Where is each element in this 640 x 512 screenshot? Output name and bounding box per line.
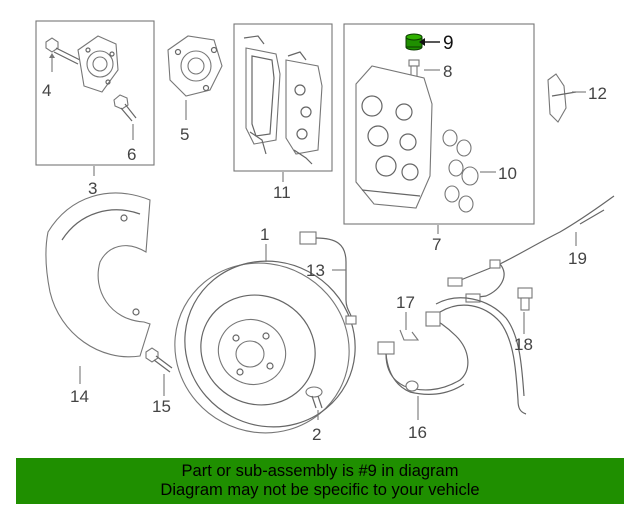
brake-parts-diagram: 4 5 6 3 11 7 9 8 10 12 1 13 14 15 2 16 1…	[35, 20, 615, 458]
callout-8[interactable]: 8	[443, 62, 452, 81]
callout-17[interactable]: 17	[396, 293, 415, 312]
group-box-7	[343, 23, 535, 225]
part-9-bleeder-cap-highlighted[interactable]	[405, 33, 423, 51]
callout-2[interactable]: 2	[312, 425, 321, 444]
info-banner: Part or sub-assembly is #9 in diagram Di…	[16, 458, 624, 504]
part-11-brake-pads[interactable]	[243, 35, 323, 165]
callout-10[interactable]: 10	[498, 164, 517, 183]
part-14-splash-shield[interactable]	[45, 192, 151, 358]
part-6-bolt[interactable]	[113, 94, 137, 122]
leader-9-arrow	[419, 38, 425, 46]
banner-line-disclaimer: Diagram may not be specific to your vehi…	[160, 481, 480, 499]
part-5-wheel-hub[interactable]	[167, 35, 223, 97]
part-16-brake-hose[interactable]	[377, 297, 527, 415]
part-2-screw[interactable]	[305, 386, 323, 409]
part-17-clip[interactable]	[399, 329, 420, 341]
leader-4-arrow	[49, 53, 55, 58]
callout-18[interactable]: 18	[514, 335, 533, 354]
part-7-caliper[interactable]	[355, 65, 433, 209]
callout-5[interactable]: 5	[180, 125, 189, 144]
callout-13[interactable]: 13	[306, 261, 325, 280]
banner-line-part-number: Part or sub-assembly is #9 in diagram	[181, 462, 459, 480]
callout-15[interactable]: 15	[152, 397, 171, 416]
part-hub-assembly[interactable]	[77, 35, 119, 93]
part-1-brake-rotor[interactable]	[145, 231, 385, 458]
part-12-bracket[interactable]	[547, 73, 577, 123]
callout-3[interactable]: 3	[88, 179, 97, 198]
callout-16[interactable]: 16	[408, 423, 427, 442]
part-15-bolt[interactable]	[145, 347, 173, 373]
part-13-wear-sensor[interactable]	[299, 231, 357, 325]
part-19-sensor-cable[interactable]	[447, 195, 615, 303]
callout-9-highlighted[interactable]: 9	[443, 33, 454, 54]
part-10-seal-kit[interactable]	[442, 129, 479, 213]
callout-11[interactable]: 11	[273, 183, 291, 202]
group-box-11	[233, 23, 333, 172]
callout-4[interactable]: 4	[42, 81, 51, 100]
callout-7[interactable]: 7	[432, 235, 441, 254]
part-18-abs-sensor[interactable]	[517, 287, 533, 311]
callout-19[interactable]: 19	[568, 249, 587, 268]
callout-6[interactable]: 6	[127, 145, 136, 164]
group-box-3	[35, 20, 155, 166]
callout-12[interactable]: 12	[588, 84, 607, 103]
callout-14[interactable]: 14	[70, 387, 89, 406]
part-4-bolt[interactable]	[45, 37, 81, 65]
callout-1[interactable]: 1	[260, 225, 269, 244]
